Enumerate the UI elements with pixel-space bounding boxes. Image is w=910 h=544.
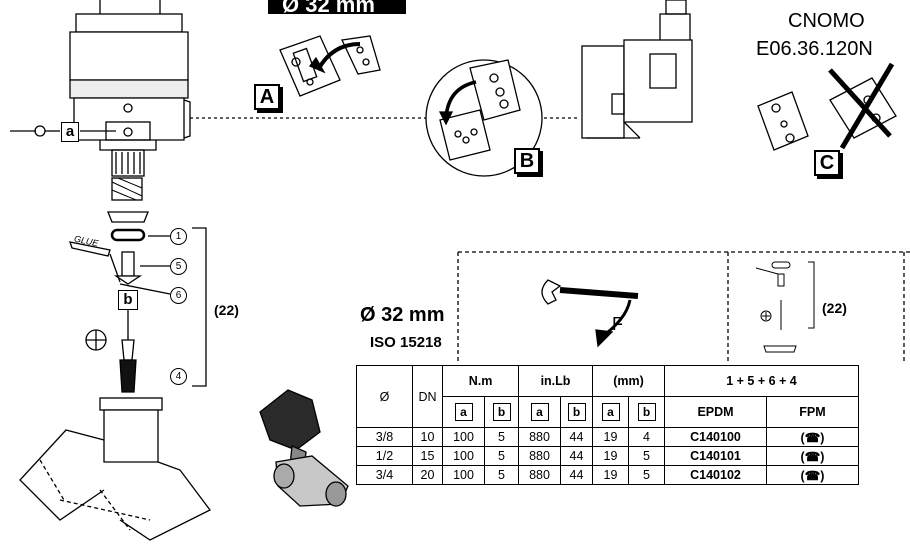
head-mm-b: b — [628, 396, 665, 428]
solenoid-coil — [581, 0, 693, 139]
kit-ref: (22) — [214, 302, 239, 318]
screwdriver — [85, 310, 137, 393]
head-nm-b: b — [484, 396, 519, 428]
callout-a: a — [61, 122, 79, 142]
fixing-screw — [10, 125, 116, 137]
head-in-b: b — [560, 396, 593, 428]
inset-kit-ref: (22) — [822, 300, 847, 316]
gasket-b-detail — [425, 59, 543, 177]
callout-B: B — [514, 148, 540, 174]
head-epdm: EPDM — [664, 396, 767, 428]
inset-assembly — [755, 261, 815, 353]
spec-size: Ø 32 mm — [360, 304, 445, 326]
col-nm: N.m — [442, 365, 519, 397]
gasket-c-detail — [757, 62, 897, 151]
spec-standard: ISO 15218 — [370, 334, 442, 351]
actuator-body — [69, 0, 191, 201]
wrench-icon — [541, 279, 639, 348]
size-banner: Ø 32 mm — [282, 0, 375, 17]
col-dn: DN — [412, 365, 443, 428]
callout-A: A — [254, 84, 280, 110]
cnomo-line1: CNOMO — [788, 10, 865, 32]
part-6: 6 — [170, 287, 187, 304]
head-nm-a: a — [442, 396, 485, 428]
head-mm-a: a — [592, 396, 629, 428]
seal-stack — [69, 211, 171, 295]
col-mm: (mm) — [592, 365, 665, 397]
spec-panel-frame — [457, 251, 910, 362]
col-inlb: in.Lb — [518, 365, 593, 397]
part-5: 5 — [170, 258, 187, 275]
part-4: 4 — [170, 368, 187, 385]
gasket-a-detail — [279, 35, 381, 97]
valve-body — [19, 397, 211, 541]
size-banner-bg — [268, 0, 406, 14]
kit-bracket — [192, 227, 207, 387]
wrench-force-label: F — [612, 314, 623, 334]
head-in-a: a — [518, 396, 561, 428]
head-fpm: FPM — [766, 396, 859, 428]
valve-photo — [259, 389, 349, 507]
col-combo: 1 + 5 + 6 + 4 — [664, 365, 859, 397]
col-dia: Ø — [356, 365, 413, 428]
part-1: 1 — [170, 228, 187, 245]
callout-C: C — [814, 150, 840, 176]
spec-table: Ø DN N.m in.Lb (mm) 1 + 5 + 6 + 4 a b a … — [356, 365, 859, 485]
callout-b: b — [118, 290, 138, 310]
cnomo-line2: E06.36.120N — [756, 38, 873, 60]
